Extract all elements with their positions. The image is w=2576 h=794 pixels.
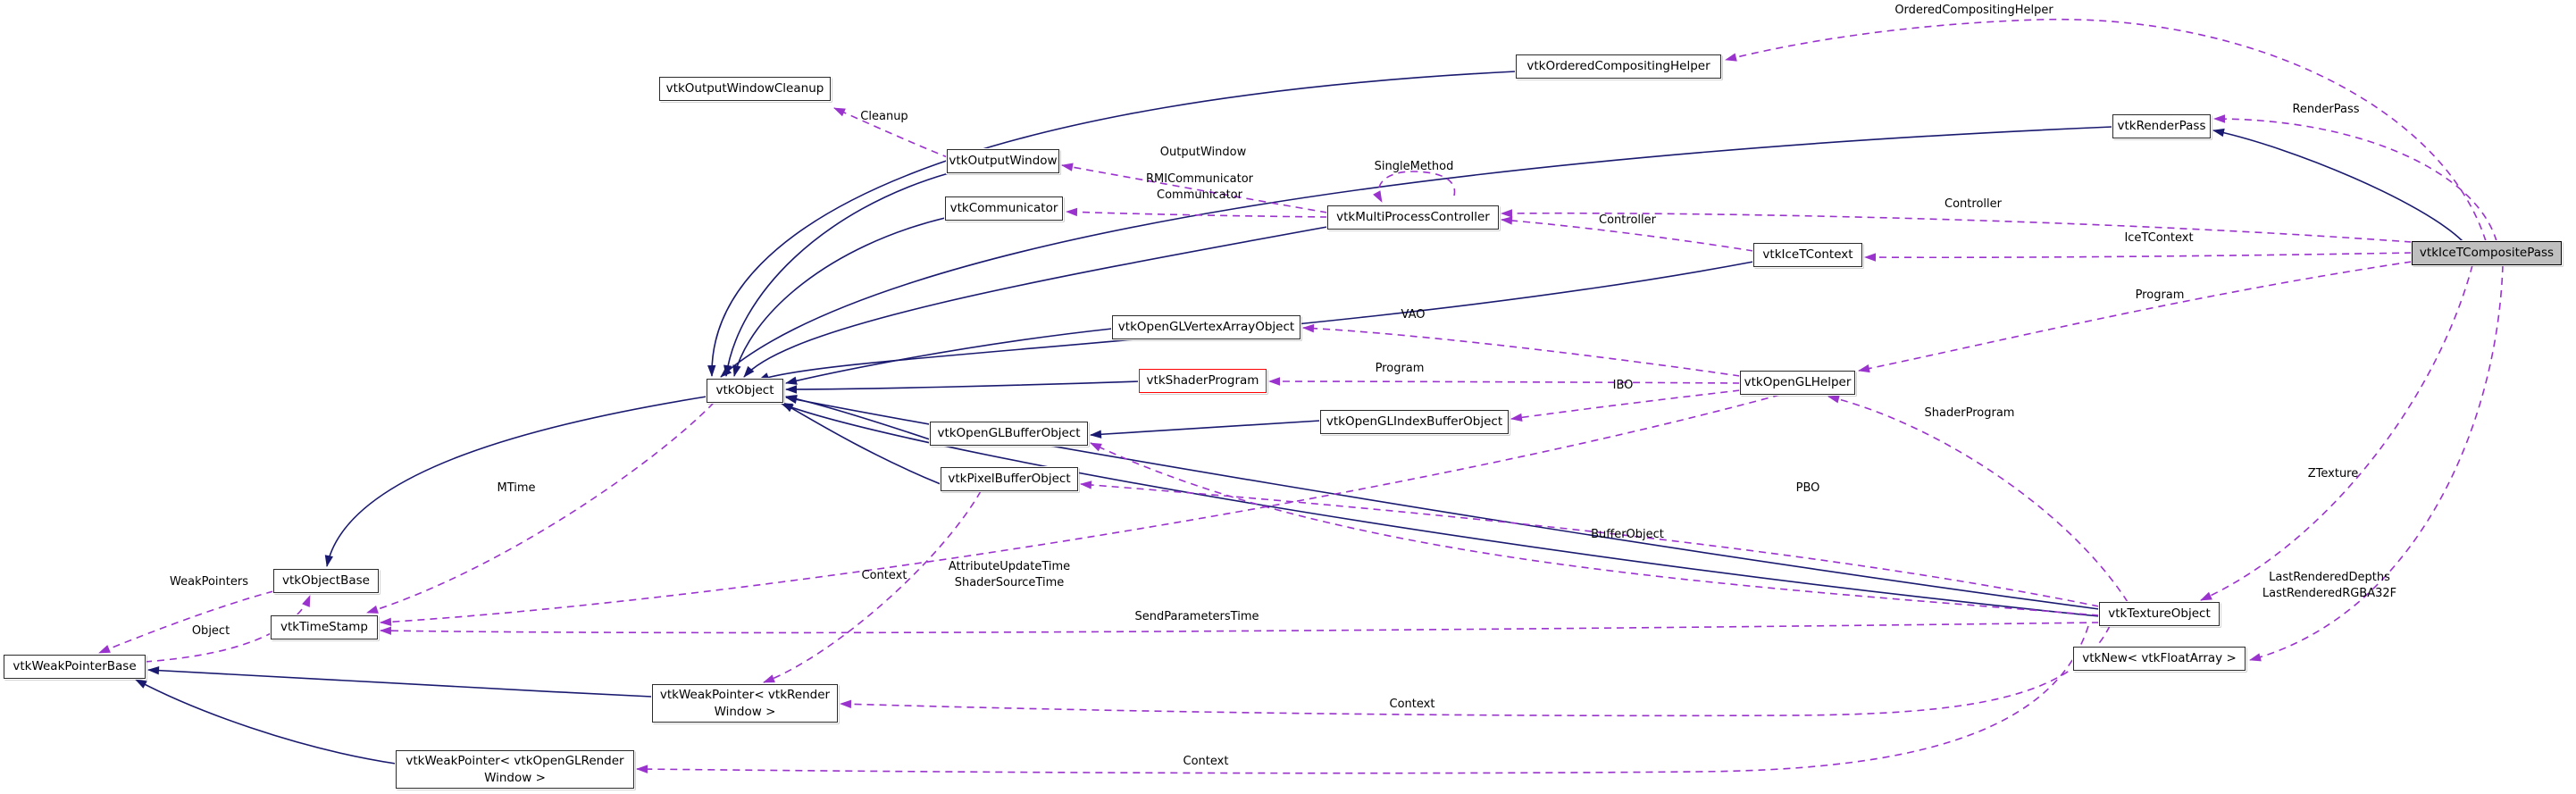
graph-node-label: vtkOpenGLBufferObject (937, 426, 1081, 441)
edge-icetcompositepass-to-multiprocesscontroller (1501, 209, 2413, 243)
graph-node-object[interactable]: vtkObject (706, 378, 784, 404)
graph-node-textureobject[interactable]: vtkTextureObject (2098, 601, 2221, 627)
graph-node-label: vtkCommunicator (949, 201, 1058, 216)
graph-node-outputwindow[interactable]: vtkOutputWindow (946, 148, 1060, 174)
edge-openglhelper-to-shaderprogram (1268, 377, 1741, 386)
edge-outputwindow-to-object (723, 172, 949, 377)
graph-node-timestamp[interactable]: vtkTimeStamp (270, 614, 379, 640)
graph-node-openglbufferobject[interactable]: vtkOpenGLBufferObject (929, 421, 1089, 447)
graph-node-orderedcompositinghelper[interactable]: vtkOrderedCompositingHelper (1515, 54, 1722, 79)
edge-objectbase-to-weakpointerbase (98, 590, 274, 654)
edge-textureobject-to-object (785, 395, 2100, 610)
edge-textureobject-to-openglbufferobject (1090, 442, 2100, 616)
graph-node-outputwindowcleanup[interactable]: vtkOutputWindowCleanup (658, 76, 832, 102)
edge-openglhelper-to-openglvertexarrayobject (1302, 323, 1741, 377)
edge-textureobject-to-weakpointer_oglrw (636, 625, 2089, 774)
graph-node-new_floatarray[interactable]: vtkNew< vtkFloatArray > (2072, 646, 2246, 672)
edge-shaderprogram-to-object (785, 380, 1140, 394)
edge-icetcompositepass-to-renderpass (2212, 128, 2463, 242)
graph-node-label: vtkOpenGLHelper (1744, 375, 1852, 390)
edge-openglindexbufferobject-to-openglbufferobject (1090, 420, 1321, 439)
graph-node-openglindexbufferobject[interactable]: vtkOpenGLIndexBufferObject (1319, 409, 1510, 435)
graph-node-weakpointer_rw[interactable]: vtkWeakPointer< vtkRender Window > (651, 683, 839, 723)
graph-node-label: vtkPixelBufferObject (948, 472, 1071, 487)
graph-node-label: vtkOpenGLIndexBufferObject (1326, 414, 1503, 430)
graph-node-label: vtkObject (715, 383, 774, 398)
graph-node-label: vtkTimeStamp (280, 620, 368, 635)
graph-node-renderpass[interactable]: vtkRenderPass (2112, 113, 2212, 139)
graph-node-label: vtkWeakPointer< vtkOpenGLRender Window > (406, 754, 624, 785)
edge-openglhelper-to-openglindexbufferobject (1510, 389, 1741, 422)
edge-weakpointer_oglrw-to-weakpointerbase (135, 679, 397, 765)
edge-object-to-objectbase (324, 396, 707, 567)
edge-icetcontext-to-multiprocesscontroller (1501, 216, 1754, 252)
graph-node-label: vtkObjectBase (282, 573, 370, 589)
edge-multiprocesscontroller-to-outputwindow (1061, 163, 1328, 213)
edge-pixelbufferobject-to-object (782, 402, 941, 485)
edge-icetcontext-to-object (757, 261, 1754, 381)
edge-openglvertexarrayobject-to-object (785, 328, 1113, 385)
graph-node-openglvertexarrayobject[interactable]: vtkOpenGLVertexArrayObject (1111, 314, 1301, 340)
edge-icetcompositepass-to-openglhelper (1858, 261, 2413, 373)
graph-node-label: vtkRenderPass (2117, 119, 2206, 134)
graph-node-label: vtkNew< vtkFloatArray > (2082, 651, 2237, 666)
edge-openglhelper-to-timestamp (380, 394, 1781, 626)
graph-node-pixelbufferobject[interactable]: vtkPixelBufferObject (940, 466, 1079, 492)
graph-node-openglhelper[interactable]: vtkOpenGLHelper (1739, 370, 1856, 396)
graph-node-icetcontext[interactable]: vtkIceTContext (1752, 242, 1863, 268)
graph-node-label: vtkIceTContext (1762, 247, 1853, 263)
edge-textureobject-to-timestamp (380, 622, 2100, 635)
graph-node-label: vtkMultiProcessController (1336, 210, 1490, 225)
edge-icetcompositepass-to-icetcontext (1864, 252, 2413, 262)
edge-object-to-timestamp (366, 402, 715, 614)
edge-multiprocesscontroller-to-object (743, 226, 1328, 378)
edge-pixelbufferobject-to-weakpointer_rw (763, 490, 982, 683)
edge-icetcompositepass-to-renderpass (2213, 114, 2497, 242)
graph-node-icetcompositepass[interactable]: vtkIceTCompositePass (2411, 240, 2563, 266)
edge-textureobject-to-weakpointer_rw (840, 625, 2111, 717)
edge-textureobject-to-openglhelper (1827, 395, 2129, 603)
edge-renderpass-to-object (720, 126, 2113, 378)
edge-weakpointer_rw-to-weakpointerbase (147, 665, 653, 698)
graph-node-shaderprogram[interactable]: vtkShaderProgram (1138, 368, 1267, 394)
graph-node-label: vtkTextureObject (2108, 606, 2211, 622)
graph-node-weakpointer_oglrw[interactable]: vtkWeakPointer< vtkOpenGLRender Window > (395, 749, 635, 790)
edge-icetcompositepass-to-orderedcompositinghelper (1725, 18, 2487, 242)
graph-node-label: vtkShaderProgram (1146, 373, 1259, 389)
graph-node-label: vtkOutputWindow (949, 154, 1058, 169)
graph-node-label: vtkOrderedCompositingHelper (1526, 59, 1710, 74)
graph-node-multiprocesscontroller[interactable]: vtkMultiProcessController (1326, 205, 1500, 230)
graph-node-label: vtkOpenGLVertexArrayObject (1117, 320, 1295, 335)
edge-outputwindow-to-outputwindowcleanup (833, 107, 950, 159)
graph-node-communicator[interactable]: vtkCommunicator (944, 196, 1064, 221)
edge-icetcompositepass-to-textureobject (2200, 264, 2473, 601)
graph-node-objectbase[interactable]: vtkObjectBase (272, 568, 380, 594)
graph-node-label: vtkWeakPointerBase (13, 659, 137, 674)
graph-node-label: vtkIceTCompositePass (2419, 246, 2555, 261)
graph-node-label: vtkWeakPointer< vtkRender Window > (659, 688, 831, 719)
edge-multiprocesscontroller-to-multiprocesscontroller (1373, 171, 1456, 203)
graph-node-label: vtkOutputWindowCleanup (665, 81, 824, 96)
edge-orderedcompositinghelper-to-object (707, 71, 1517, 377)
edge-multiprocesscontroller-to-communicator (1066, 207, 1328, 218)
edge-communicator-to-object (732, 217, 946, 377)
edge-icetcompositepass-to-new_floatarray (2249, 264, 2504, 662)
graph-node-weakpointerbase[interactable]: vtkWeakPointerBase (3, 654, 146, 680)
